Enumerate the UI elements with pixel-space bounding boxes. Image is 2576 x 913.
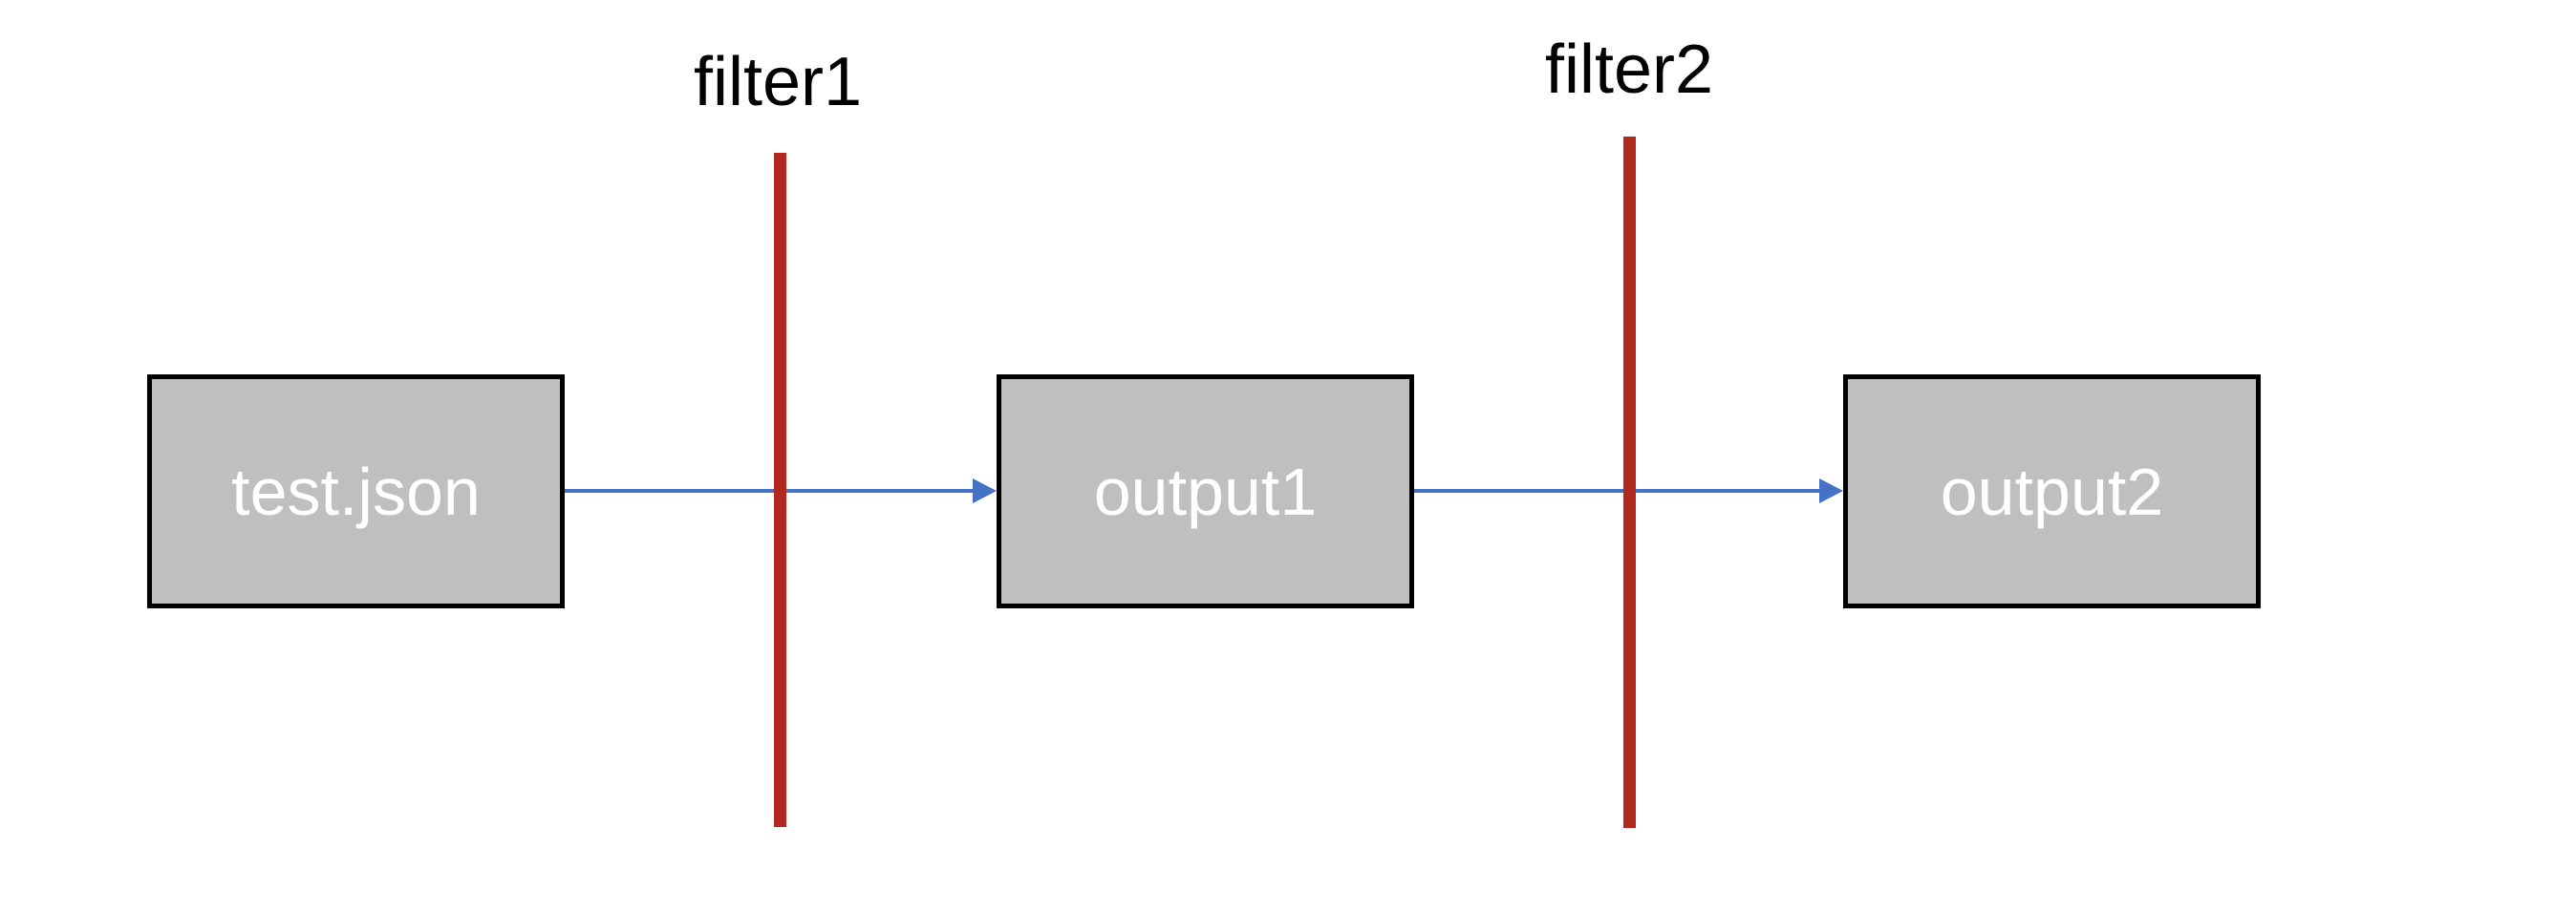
arrow-line — [1411, 489, 1821, 493]
filter2-bar — [1623, 137, 1636, 828]
filter2-label: filter2 — [1544, 32, 1714, 108]
filter1-label: filter1 — [693, 44, 863, 120]
node-output1-label: output1 — [1093, 454, 1318, 529]
node-output2-label: output2 — [1940, 454, 2164, 529]
filter1-bar — [774, 153, 786, 827]
arrow-head-icon — [973, 478, 997, 503]
arrow-head-icon — [1819, 478, 1843, 503]
node-output1: output1 — [997, 374, 1414, 608]
node-test-json: test.json — [147, 374, 565, 608]
node-test-json-label: test.json — [231, 454, 481, 529]
node-output2: output2 — [1843, 374, 2261, 608]
arrow-line — [562, 489, 975, 493]
